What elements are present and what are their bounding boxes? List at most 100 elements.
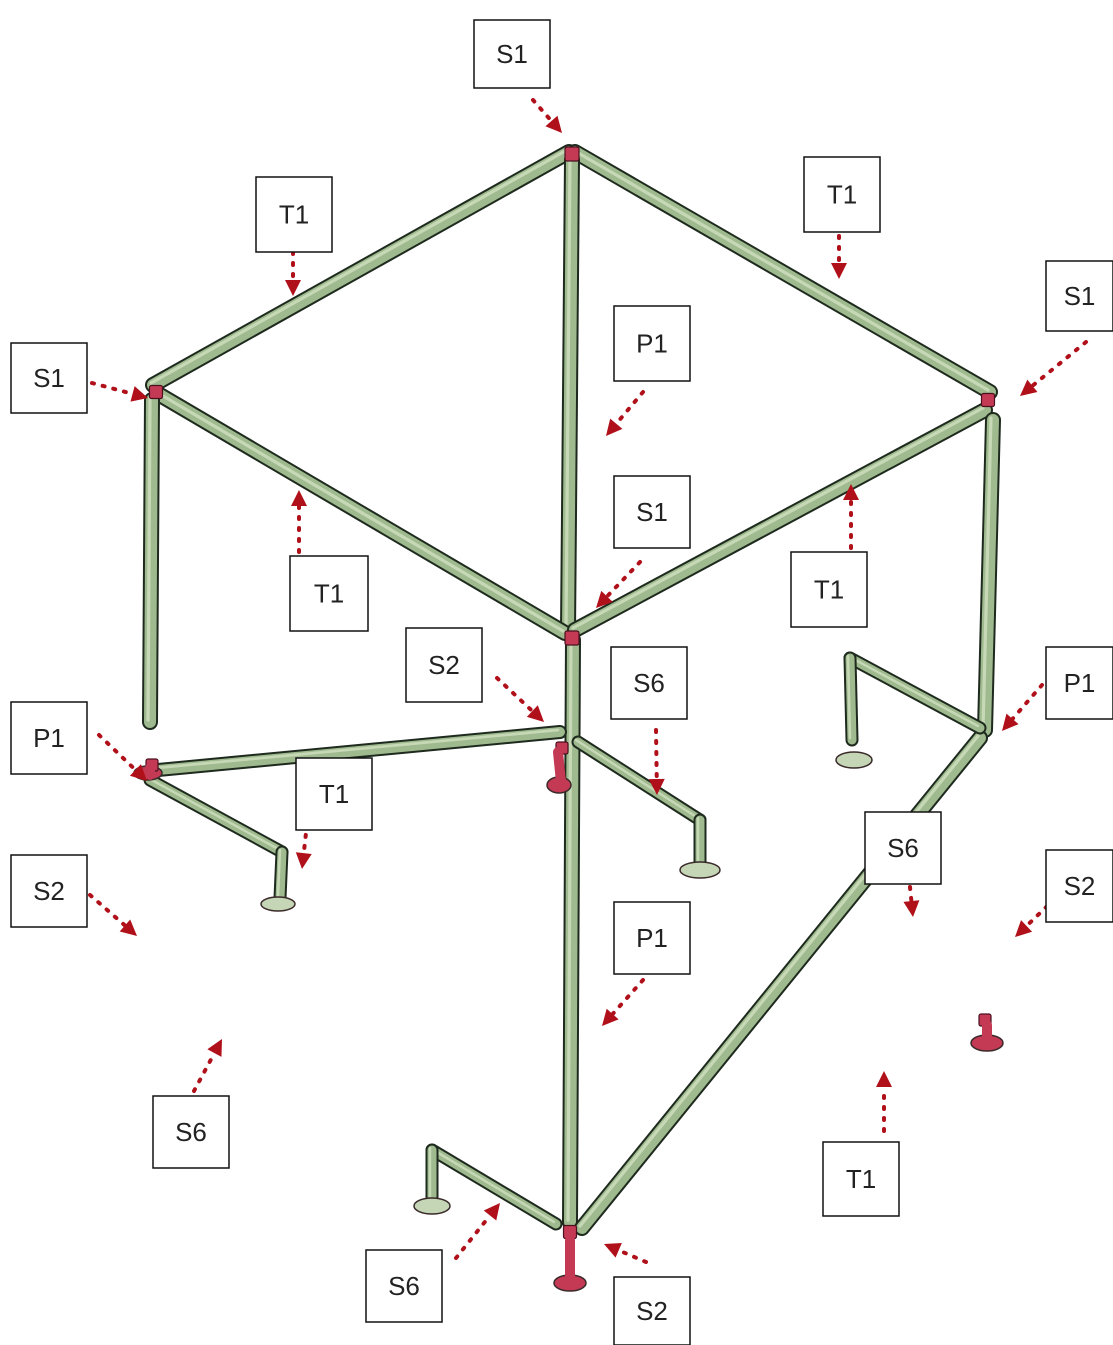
label-s6-back-text: S6 [633,668,665,698]
arrow-s2-front [604,1242,648,1264]
connector-post-back [553,747,566,787]
arrow-s6-back-dots [654,728,659,782]
pipe-left-post-body [144,394,158,728]
arrow-s6-right-head [903,900,920,917]
arrow-s2-back [495,676,544,722]
pipe-frame [142,144,1001,1236]
pipe-left-stub-arm-highlight [146,776,282,852]
arrow-t1-lower-right [876,1071,892,1133]
connector-right-corner [980,392,996,408]
pipe-mid-left-rail [152,387,573,641]
label-s6-left-box [152,1095,230,1169]
label-s1-left-text: S1 [33,363,65,393]
callout-arrows [88,98,1088,1264]
pipe-left-stub-drop-highlight [276,848,282,898]
arrow-t1-lower-left-dots [301,822,309,856]
label-s1-center-box [613,475,691,549]
pipe-back-lower-rail [151,725,567,777]
pipe-left-post-highlight [146,396,152,722]
arrow-t1-upper-left [285,250,301,296]
arrow-s1-center-dots [605,560,642,599]
pipe-front-stub-arm-highlight [428,1146,556,1224]
arrow-s6-front [454,1203,500,1260]
arrow-s2-left-dots [88,893,127,928]
label-s6-back-box [610,646,688,720]
label-t1-lower-right-text: T1 [846,1164,876,1194]
arrow-p1-front-dots [610,978,645,1017]
label-t1-upper-left: T1 [255,176,333,253]
label-s1-top: S1 [473,19,551,89]
pipe-center-post [562,632,581,1230]
pipe-back-lower-rail-highlight [154,728,560,770]
label-s6-right-text: S6 [887,833,919,863]
arrow-t1-lower-left-head [295,852,312,869]
label-s1-center: S1 [613,475,691,549]
label-p1-front-text: P1 [636,923,668,953]
label-s6-left: S6 [152,1095,230,1169]
pipe-mid-right-rail [567,402,993,638]
arrow-s1-right-dots [1030,340,1088,388]
label-s6-right: S6 [864,811,942,885]
arrow-p1-right-dots [1010,683,1044,721]
label-s6-left-text: S6 [175,1117,207,1147]
pipe-mid-right-rail-body [569,404,991,636]
pad-back-stub [679,861,721,879]
label-t1-mid-right-box [790,551,868,628]
label-p1-back: P1 [613,305,691,382]
label-s1-right-text: S1 [1064,281,1096,311]
arrow-t1-mid-left [291,490,307,554]
pipe-top-back-post-body [562,154,578,638]
arrow-s6-front-dots [454,1213,493,1260]
pipe-top-left-rail-highlight [149,148,569,385]
label-t1-lower-left-text: T1 [319,779,349,809]
arrow-s6-right-dots [908,885,914,904]
pipe-right-stub-drop [843,651,859,747]
pipe-top-left-rail-body [147,146,575,391]
arrow-s6-back-head [648,778,665,795]
arrow-s2-right [1015,889,1065,937]
arrow-s1-left-head [130,386,148,402]
pipe-left-post [142,392,160,730]
arrow-s1-right-head [1020,379,1038,396]
label-t1-mid-left-box [289,555,369,632]
pipe-left-stub-arm [143,773,289,859]
arrow-t1-mid-right [843,484,859,550]
pipe-right-stub-arm-highlight [846,654,980,728]
pad-front-stub [413,1197,451,1215]
pipe-left-stub-drop [273,845,289,905]
label-t1-lower-left: T1 [295,757,373,831]
label-p1-left-box [10,701,88,775]
pipe-mid-right-rail-highlight [571,406,985,630]
label-t1-lower-right: T1 [822,1141,900,1217]
arrow-s6-right [903,885,920,917]
label-s1-top-box [473,19,551,89]
arrow-s2-front-head [604,1242,622,1258]
label-s1-left: S1 [10,342,88,414]
label-s1-left-box [10,342,88,414]
arrow-s6-front-head [483,1203,500,1221]
arrow-s1-top-dots [531,98,554,123]
pipe-right-stub-arm [843,651,987,735]
label-p1-front: P1 [613,901,691,975]
arrow-s1-center-head [596,590,613,608]
label-p1-right: P1 [1045,646,1113,720]
arrow-p1-back-dots [614,390,645,426]
label-t1-mid-right: T1 [790,551,868,628]
label-s6-right-box [864,811,942,885]
label-t1-upper-right: T1 [803,156,881,233]
pipe-top-right-rail [567,144,998,400]
pipe-back-stub-arm-highlight [574,738,700,820]
arrow-t1-upper-right [831,234,847,279]
label-s2-front-box [613,1276,691,1345]
arrow-t1-upper-left-head [285,280,301,296]
pipe-top-back-post-highlight [564,156,572,632]
label-t1-mid-right-text: T1 [814,575,844,605]
label-s6-front-text: S6 [388,1271,420,1301]
arrow-t1-mid-right-head [843,484,859,500]
label-t1-lower-right-box [822,1141,900,1217]
arrow-s6-left-head [207,1039,222,1057]
arrow-s6-left [192,1039,222,1093]
connector-center-corner [564,630,580,646]
label-p1-left: P1 [10,701,88,775]
